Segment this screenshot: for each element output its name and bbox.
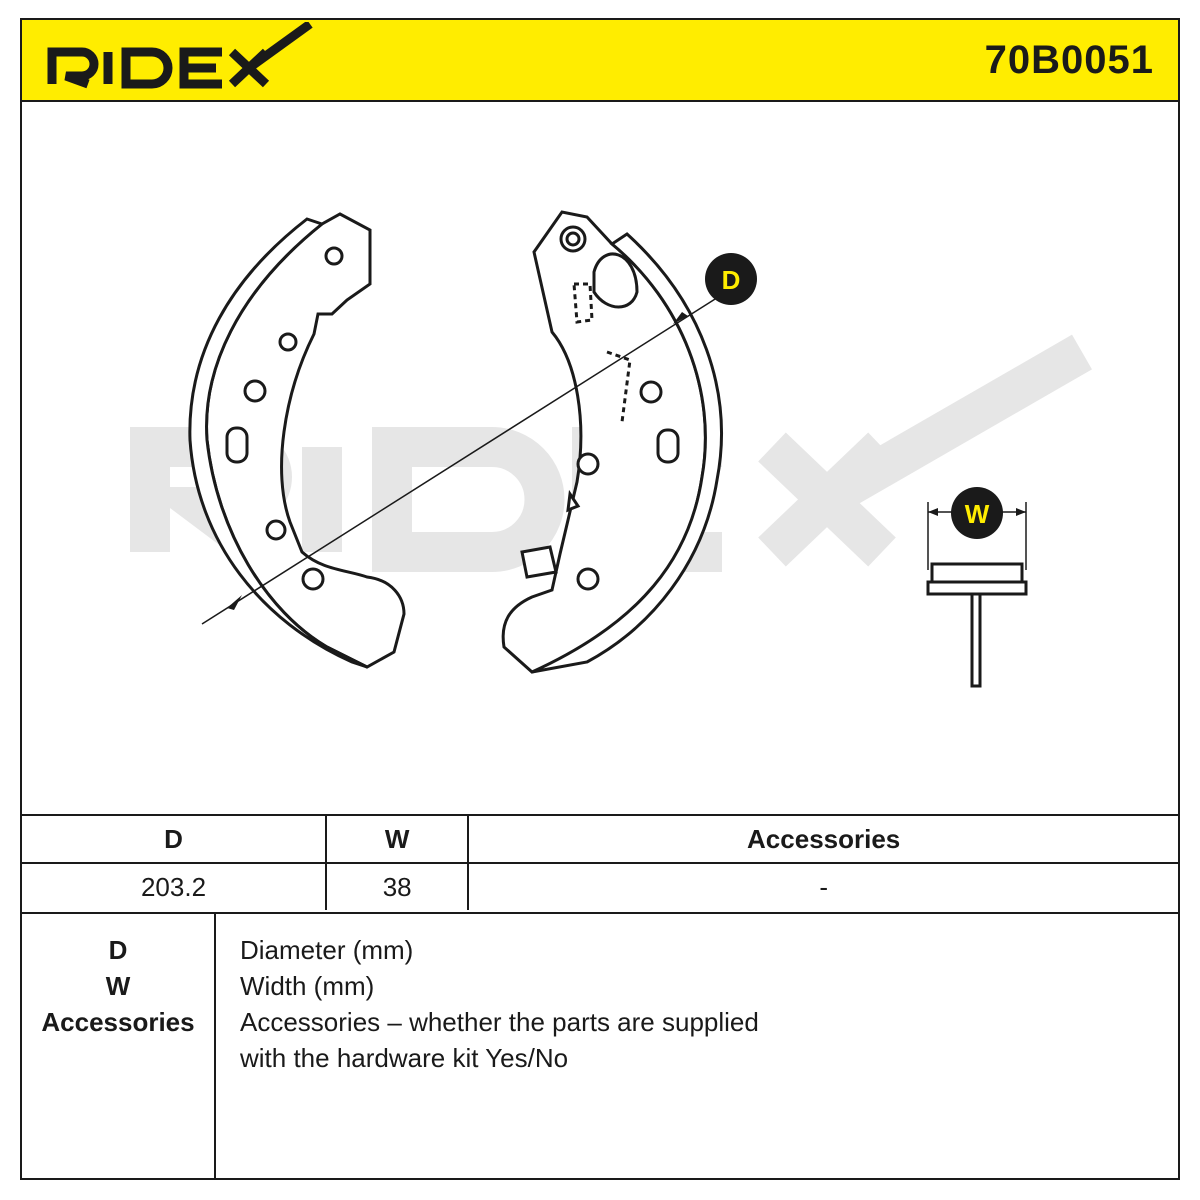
width-side-view bbox=[926, 502, 1028, 688]
diameter-line bbox=[201, 281, 743, 625]
legend-key-w: W bbox=[105, 971, 131, 1001]
spec-value-w: 38 bbox=[325, 862, 469, 910]
spec-header-row: D W Accessories bbox=[22, 814, 1178, 863]
legend-descriptions: Diameter (mm) Width (mm) Accessories – w… bbox=[240, 932, 759, 1076]
spec-header-accessories: Accessories bbox=[467, 814, 1178, 863]
left-brake-shoe bbox=[188, 212, 406, 669]
header-bar: 70B0051 bbox=[22, 20, 1178, 102]
legend-keys: D W Accessories bbox=[22, 914, 216, 1180]
d-badge-label: D bbox=[722, 265, 741, 295]
spec-value-accessories: - bbox=[467, 862, 1178, 910]
d-badge bbox=[705, 253, 757, 305]
spec-value-d: 203.2 bbox=[22, 862, 327, 910]
right-brake-shoe bbox=[501, 210, 723, 674]
technical-drawing: D W bbox=[22, 102, 1178, 814]
spec-table: D W Accessories 203.2 38 - bbox=[22, 814, 1178, 910]
product-sheet: 70B0051 bbox=[20, 18, 1180, 1180]
ridex-logo bbox=[47, 22, 313, 89]
legend-text-accessories: Accessories – whether the parts are supp… bbox=[240, 1007, 759, 1037]
spec-value-row: 203.2 38 - bbox=[22, 862, 1178, 910]
legend-text-width: Width (mm) bbox=[240, 971, 375, 1001]
spec-header-d: D bbox=[22, 814, 327, 863]
legend-key-d: D bbox=[108, 935, 128, 965]
spec-header-w: W bbox=[325, 814, 469, 863]
w-badge bbox=[951, 487, 1003, 539]
legend-key-accessories: Accessories bbox=[41, 1007, 195, 1037]
legend-text-diameter: Diameter (mm) bbox=[240, 935, 414, 965]
w-badge-label: W bbox=[965, 499, 990, 529]
legend-text-accessories-cont: with the hardware kit Yes/No bbox=[240, 1043, 569, 1073]
part-number: 70B0051 bbox=[984, 38, 1154, 82]
legend: D W Accessories Diameter (mm) Width (mm)… bbox=[22, 912, 1178, 1180]
